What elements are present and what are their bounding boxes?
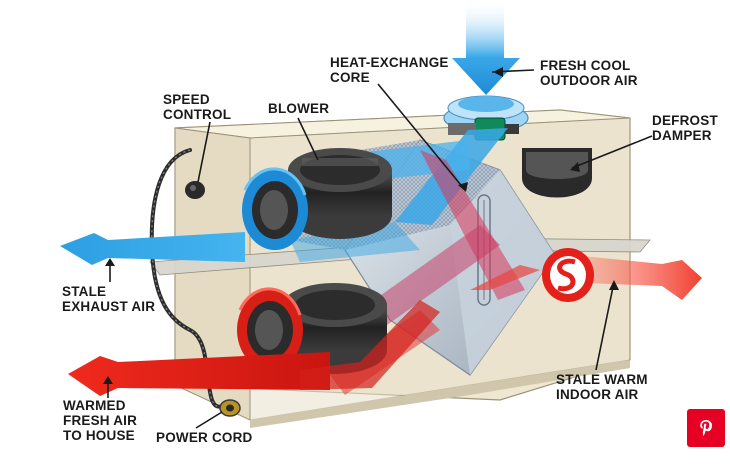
stale-exhaust-arrow (60, 232, 245, 265)
leader-stale-warm (595, 281, 615, 371)
label-power-cord: POWER CORD (156, 430, 253, 445)
defrost-damper (522, 148, 592, 198)
leader-power-cord (195, 411, 223, 429)
leader-speed-control (197, 121, 211, 183)
leader-blower (297, 117, 319, 161)
pinterest-save-button[interactable] (687, 409, 725, 447)
leader-core (377, 83, 466, 191)
label-blower: BLOWER (268, 101, 330, 116)
pinterest-icon (700, 420, 712, 436)
power-cord-plug (219, 399, 241, 417)
fresh-air-inlet-arrow (452, 0, 520, 95)
blower-upper (242, 148, 392, 250)
warmed-fresh-air-arrow (68, 300, 440, 396)
speed-control-knob (185, 181, 205, 199)
leader-defrost (571, 135, 653, 169)
leader-lines (107, 69, 653, 429)
stale-warm-intake-arrow (470, 248, 702, 302)
